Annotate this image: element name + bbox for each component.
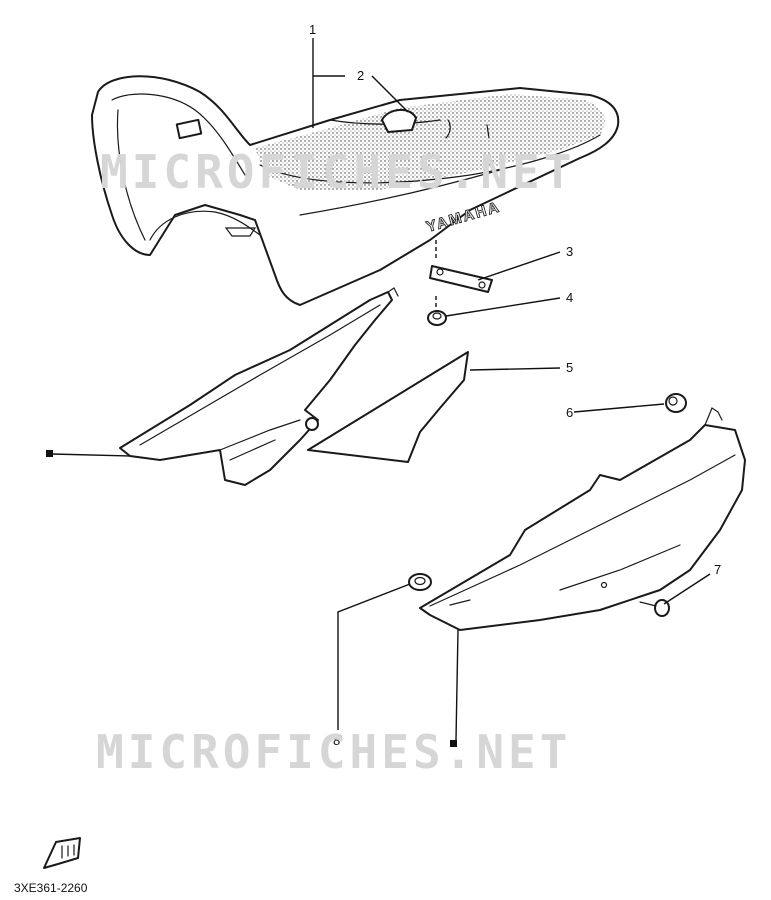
bracket-part bbox=[429, 265, 493, 293]
grommet-part-8 bbox=[408, 573, 432, 591]
diagram-code: 3XE361-2260 bbox=[14, 881, 88, 895]
callout-5: 5 bbox=[566, 360, 573, 375]
callout-6: 6 bbox=[566, 405, 573, 420]
callout-7: 7 bbox=[714, 562, 721, 577]
callout-8: 8 bbox=[333, 733, 340, 748]
nut-part bbox=[427, 310, 447, 326]
right-side-cover-part bbox=[419, 407, 746, 631]
grommet-part-6 bbox=[665, 393, 687, 413]
callout-2: 2 bbox=[357, 68, 364, 83]
front-arrow-icon bbox=[43, 837, 81, 869]
callout-1: 1 bbox=[309, 22, 316, 37]
screw-part-7 bbox=[639, 599, 670, 617]
decal-sheet-part bbox=[307, 351, 469, 463]
watermark-top: MICROFICHES.NET bbox=[100, 145, 575, 199]
watermark-bottom: MICROFICHES.NET bbox=[96, 725, 571, 779]
left-side-cover-part bbox=[119, 287, 399, 486]
marker-square bbox=[450, 740, 457, 747]
callout-4: 4 bbox=[566, 290, 573, 305]
callout-3: 3 bbox=[566, 244, 573, 259]
marker-square bbox=[46, 450, 53, 457]
